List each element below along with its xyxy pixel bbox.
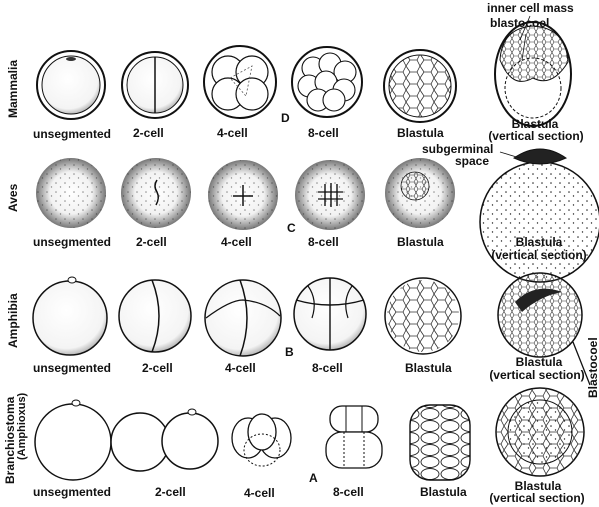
callout-blastocoel: blastocoel bbox=[490, 17, 549, 30]
aves-unsegmented bbox=[36, 158, 106, 228]
stage-label: Blastula bbox=[405, 362, 452, 375]
callout-blastocoel-amphibia: Blastocoel bbox=[586, 337, 599, 398]
stage-label: 2-cell bbox=[133, 127, 164, 140]
stage-label: 2-cell bbox=[136, 236, 167, 249]
callout-inner-cell-mass: inner cell mass bbox=[487, 2, 574, 15]
stage-label: 8-cell bbox=[333, 486, 364, 499]
amphioxus-blastula-section bbox=[496, 388, 584, 476]
section-subtitle: (vertical section) bbox=[480, 249, 598, 262]
stage-label: Blastula bbox=[397, 236, 444, 249]
stage-label: unsegmented bbox=[33, 486, 111, 499]
stage-label: 4-cell bbox=[244, 487, 275, 500]
aves-4-cell bbox=[208, 160, 278, 230]
stage-label: 4-cell bbox=[221, 236, 252, 249]
mammalia-blastula bbox=[384, 50, 456, 122]
row-letter: D bbox=[281, 112, 290, 125]
stage-label: Blastula bbox=[397, 127, 444, 140]
amphioxus-blastula bbox=[410, 405, 470, 480]
amphioxus-8-cell bbox=[326, 406, 382, 468]
section-subtitle: (vertical section) bbox=[478, 492, 596, 505]
row-letter: B bbox=[285, 346, 294, 359]
stage-label: 8-cell bbox=[308, 127, 339, 140]
mammalia-unsegmented bbox=[37, 51, 105, 119]
group-label-branchiostoma: Branchiostoma bbox=[3, 397, 17, 484]
aves-8-cell bbox=[295, 160, 365, 230]
amphioxus-2-cell bbox=[111, 409, 218, 471]
stage-label: 4-cell bbox=[225, 362, 256, 375]
mammalia-4-cell bbox=[204, 46, 276, 118]
stage-label: 2-cell bbox=[155, 486, 186, 499]
amphibia-blastula-section bbox=[498, 273, 582, 357]
aves-2-cell bbox=[121, 158, 191, 228]
row-letter: A bbox=[309, 472, 318, 485]
amphioxus-unsegmented bbox=[35, 400, 111, 480]
stage-label: 2-cell bbox=[142, 362, 173, 375]
group-label-mammalia: Mammalia bbox=[6, 60, 20, 118]
stage-label: unsegmented bbox=[33, 236, 111, 249]
amphibia-blastula bbox=[385, 278, 461, 354]
aves-blastula bbox=[385, 158, 455, 228]
aves-blastula-section bbox=[480, 149, 599, 282]
amphibia-unsegmented bbox=[33, 277, 107, 355]
stage-label: Blastula bbox=[420, 486, 467, 499]
stage-label: 8-cell bbox=[312, 362, 343, 375]
section-subtitle: (vertical section) bbox=[478, 369, 596, 382]
stage-label: 8-cell bbox=[308, 236, 339, 249]
mammalia-blastula-section bbox=[495, 16, 571, 126]
callout-space: space bbox=[455, 155, 489, 168]
amphioxus-4-cell bbox=[232, 414, 291, 466]
row-letter: C bbox=[287, 222, 296, 235]
stage-label: unsegmented bbox=[33, 362, 111, 375]
stage-label: 4-cell bbox=[217, 127, 248, 140]
section-subtitle: (vertical section) bbox=[477, 130, 595, 143]
stage-label: unsegmented bbox=[33, 128, 111, 141]
amphibia-4-cell bbox=[205, 280, 281, 356]
group-label-amphibia: Amphibia bbox=[6, 293, 20, 348]
mammalia-2-cell bbox=[122, 52, 188, 118]
amphibia-2-cell bbox=[119, 280, 191, 352]
mammalia-8-cell bbox=[292, 47, 362, 117]
group-label-amphioxus: (Amphioxus) bbox=[16, 393, 28, 460]
amphibia-8-cell bbox=[294, 278, 366, 350]
group-label-aves: Aves bbox=[6, 184, 20, 212]
